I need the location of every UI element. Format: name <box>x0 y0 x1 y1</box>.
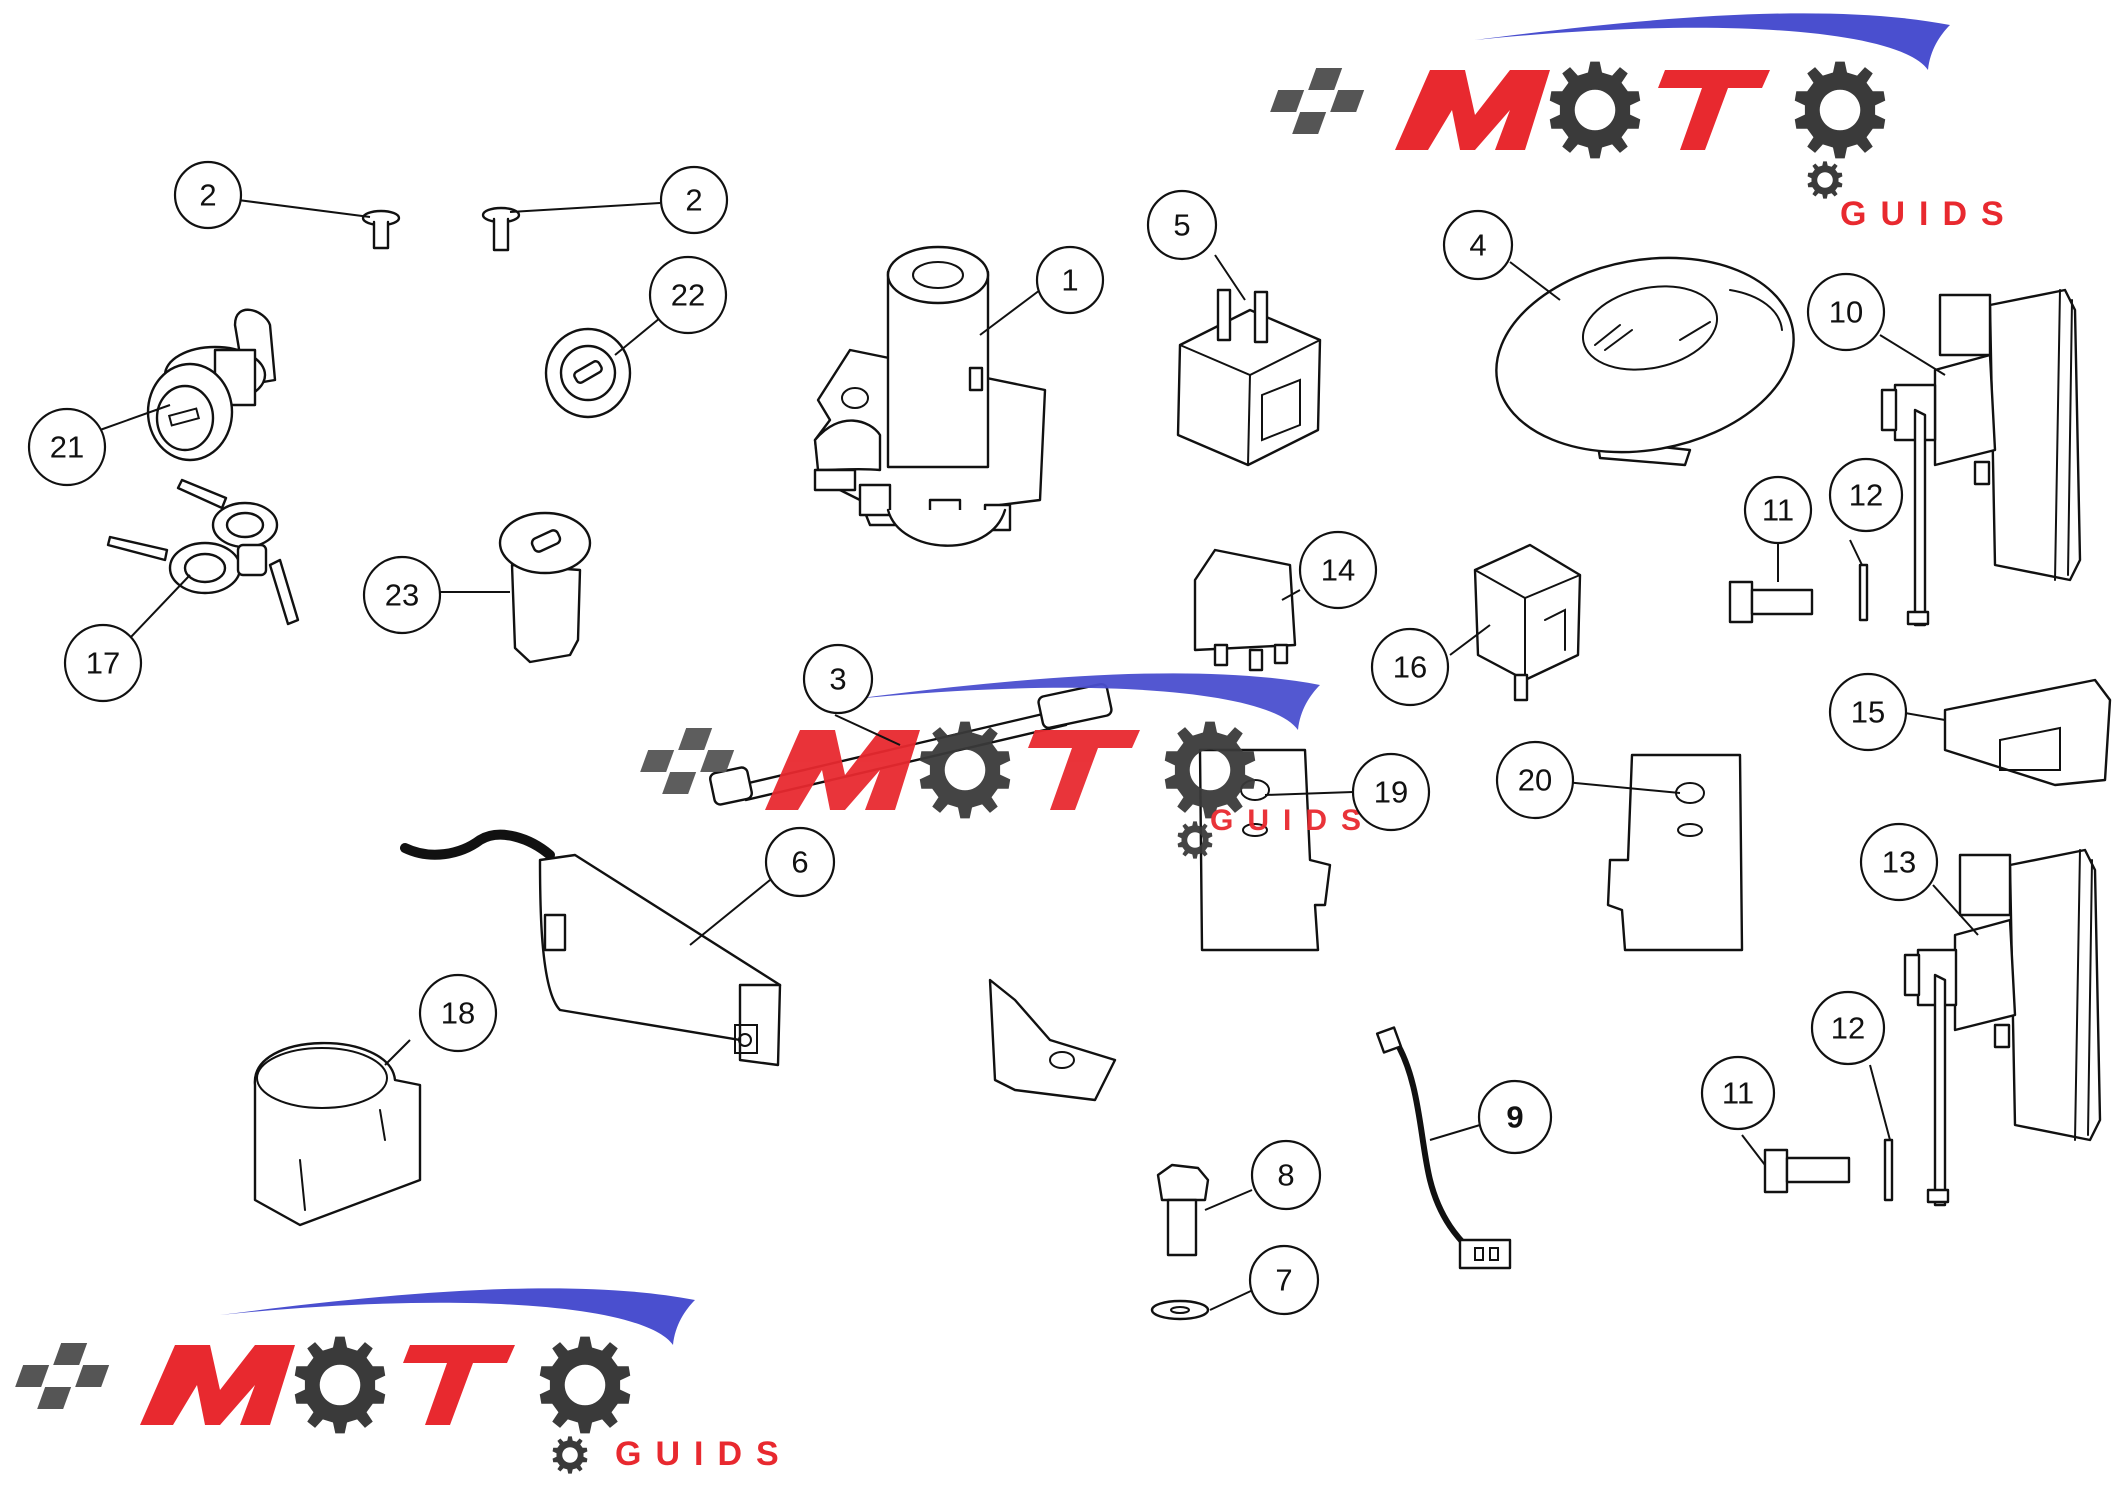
callout-22: 22 <box>648 255 728 335</box>
fuel-cap-part-4 <box>1495 256 1795 467</box>
callout-label: 15 <box>1851 695 1885 730</box>
callout-11b: 11 <box>1700 1055 1776 1131</box>
watermark-sub-text: GUIDS <box>1210 804 1375 837</box>
callout-1: 1 <box>1035 245 1105 315</box>
callout-label: 18 <box>441 996 475 1031</box>
callout-label: 14 <box>1321 553 1355 588</box>
callout-6: 6 <box>764 826 836 898</box>
flasher-part-16 <box>1473 543 1582 702</box>
callout-23: 23 <box>362 555 442 635</box>
callout-label: 8 <box>1277 1158 1294 1193</box>
callout-12a: 12 <box>1828 457 1904 533</box>
horn-part-13 <box>1903 848 2102 1207</box>
callout-label: 21 <box>50 430 84 465</box>
callout-2b: 2 <box>659 165 729 235</box>
callout-label: 10 <box>1829 295 1863 330</box>
callout-label: 5 <box>1173 208 1190 243</box>
bolt-part-8 <box>1156 1163 1210 1257</box>
callout-label: 2 <box>199 178 216 213</box>
holder-part-18 <box>253 1041 422 1227</box>
washer-part-12a <box>1858 563 1869 622</box>
callout-4: 4 <box>1442 209 1514 281</box>
washer-part-12b <box>1883 1138 1894 1202</box>
callout-10: 10 <box>1806 272 1886 352</box>
callout-label: 23 <box>385 578 419 613</box>
callout-8: 8 <box>1250 1139 1322 1211</box>
callout-label: 11 <box>1722 1076 1754 1111</box>
callout-label: 17 <box>86 646 120 681</box>
callout-label: 16 <box>1393 650 1427 685</box>
watermark-sub-text: GUIDS <box>615 1435 793 1473</box>
watermark-sub-text: GUIDS <box>1840 195 2018 233</box>
callout-label: 6 <box>791 845 808 880</box>
cap-part-22 <box>544 327 632 419</box>
bolt-part-11b <box>1763 1148 1851 1194</box>
callout-label: 13 <box>1882 845 1916 880</box>
callout-19: 19 <box>1351 752 1431 832</box>
callout-label: 9 <box>1506 1100 1523 1135</box>
callout-17: 17 <box>63 623 143 703</box>
callout-20: 20 <box>1495 740 1575 820</box>
callout-16: 16 <box>1370 627 1450 707</box>
callout-5: 5 <box>1146 189 1218 261</box>
ignition-coil-part-6 <box>400 829 782 1067</box>
lock-insert-part-23 <box>498 511 592 664</box>
bracket-part-19 <box>1198 748 1332 952</box>
keys-part-17 <box>106 478 300 626</box>
callout-label: 11 <box>1762 493 1794 528</box>
callout-label: 7 <box>1275 1263 1292 1298</box>
lock-cylinder-part-21 <box>146 308 277 462</box>
relay-part-14 <box>1193 548 1297 672</box>
callout-7: 7 <box>1248 1244 1320 1316</box>
bracket-small <box>988 978 1117 1102</box>
callout-label: 19 <box>1374 775 1408 810</box>
washer-part-7 <box>1150 1299 1210 1321</box>
callout-label: 22 <box>671 278 705 313</box>
watermark-logo-bottom: GUIDS <box>15 1288 793 1473</box>
callout-18: 18 <box>418 973 498 1053</box>
callout-label: 12 <box>1831 1011 1865 1046</box>
box-part-15 <box>1943 678 2112 787</box>
leader-lines <box>99 199 1979 1311</box>
callout-label: 2 <box>685 183 702 218</box>
watermark-logo-top: GUIDS <box>1270 13 2018 233</box>
bracket-part-20 <box>1606 753 1744 952</box>
callout-9: 9 <box>1477 1079 1553 1155</box>
watermark-logo-middle: GUIDS <box>640 673 1375 858</box>
ignition-switch-part-1 <box>813 245 1047 547</box>
callout-2a: 2 <box>173 160 243 230</box>
callout-14: 14 <box>1298 530 1378 610</box>
horn-part-10 <box>1880 288 2082 627</box>
callout-13: 13 <box>1859 822 1939 902</box>
screw-part-2a <box>361 209 401 250</box>
callout-15: 15 <box>1828 672 1908 752</box>
callout-label: 4 <box>1469 228 1486 263</box>
screw-part-2b <box>481 206 521 252</box>
callout-21: 21 <box>27 407 107 487</box>
bolt-part-11a <box>1728 580 1814 624</box>
callout-label: 20 <box>1518 763 1552 798</box>
callout-label: 12 <box>1849 478 1883 513</box>
callout-12b: 12 <box>1810 990 1886 1066</box>
cable-part-9 <box>1375 1026 1512 1270</box>
callout-label: 3 <box>829 662 846 697</box>
callout-label: 1 <box>1061 263 1078 298</box>
callout-3: 3 <box>802 643 874 715</box>
relay-part-5 <box>1176 288 1322 467</box>
callout-11a: 11 <box>1743 475 1813 545</box>
